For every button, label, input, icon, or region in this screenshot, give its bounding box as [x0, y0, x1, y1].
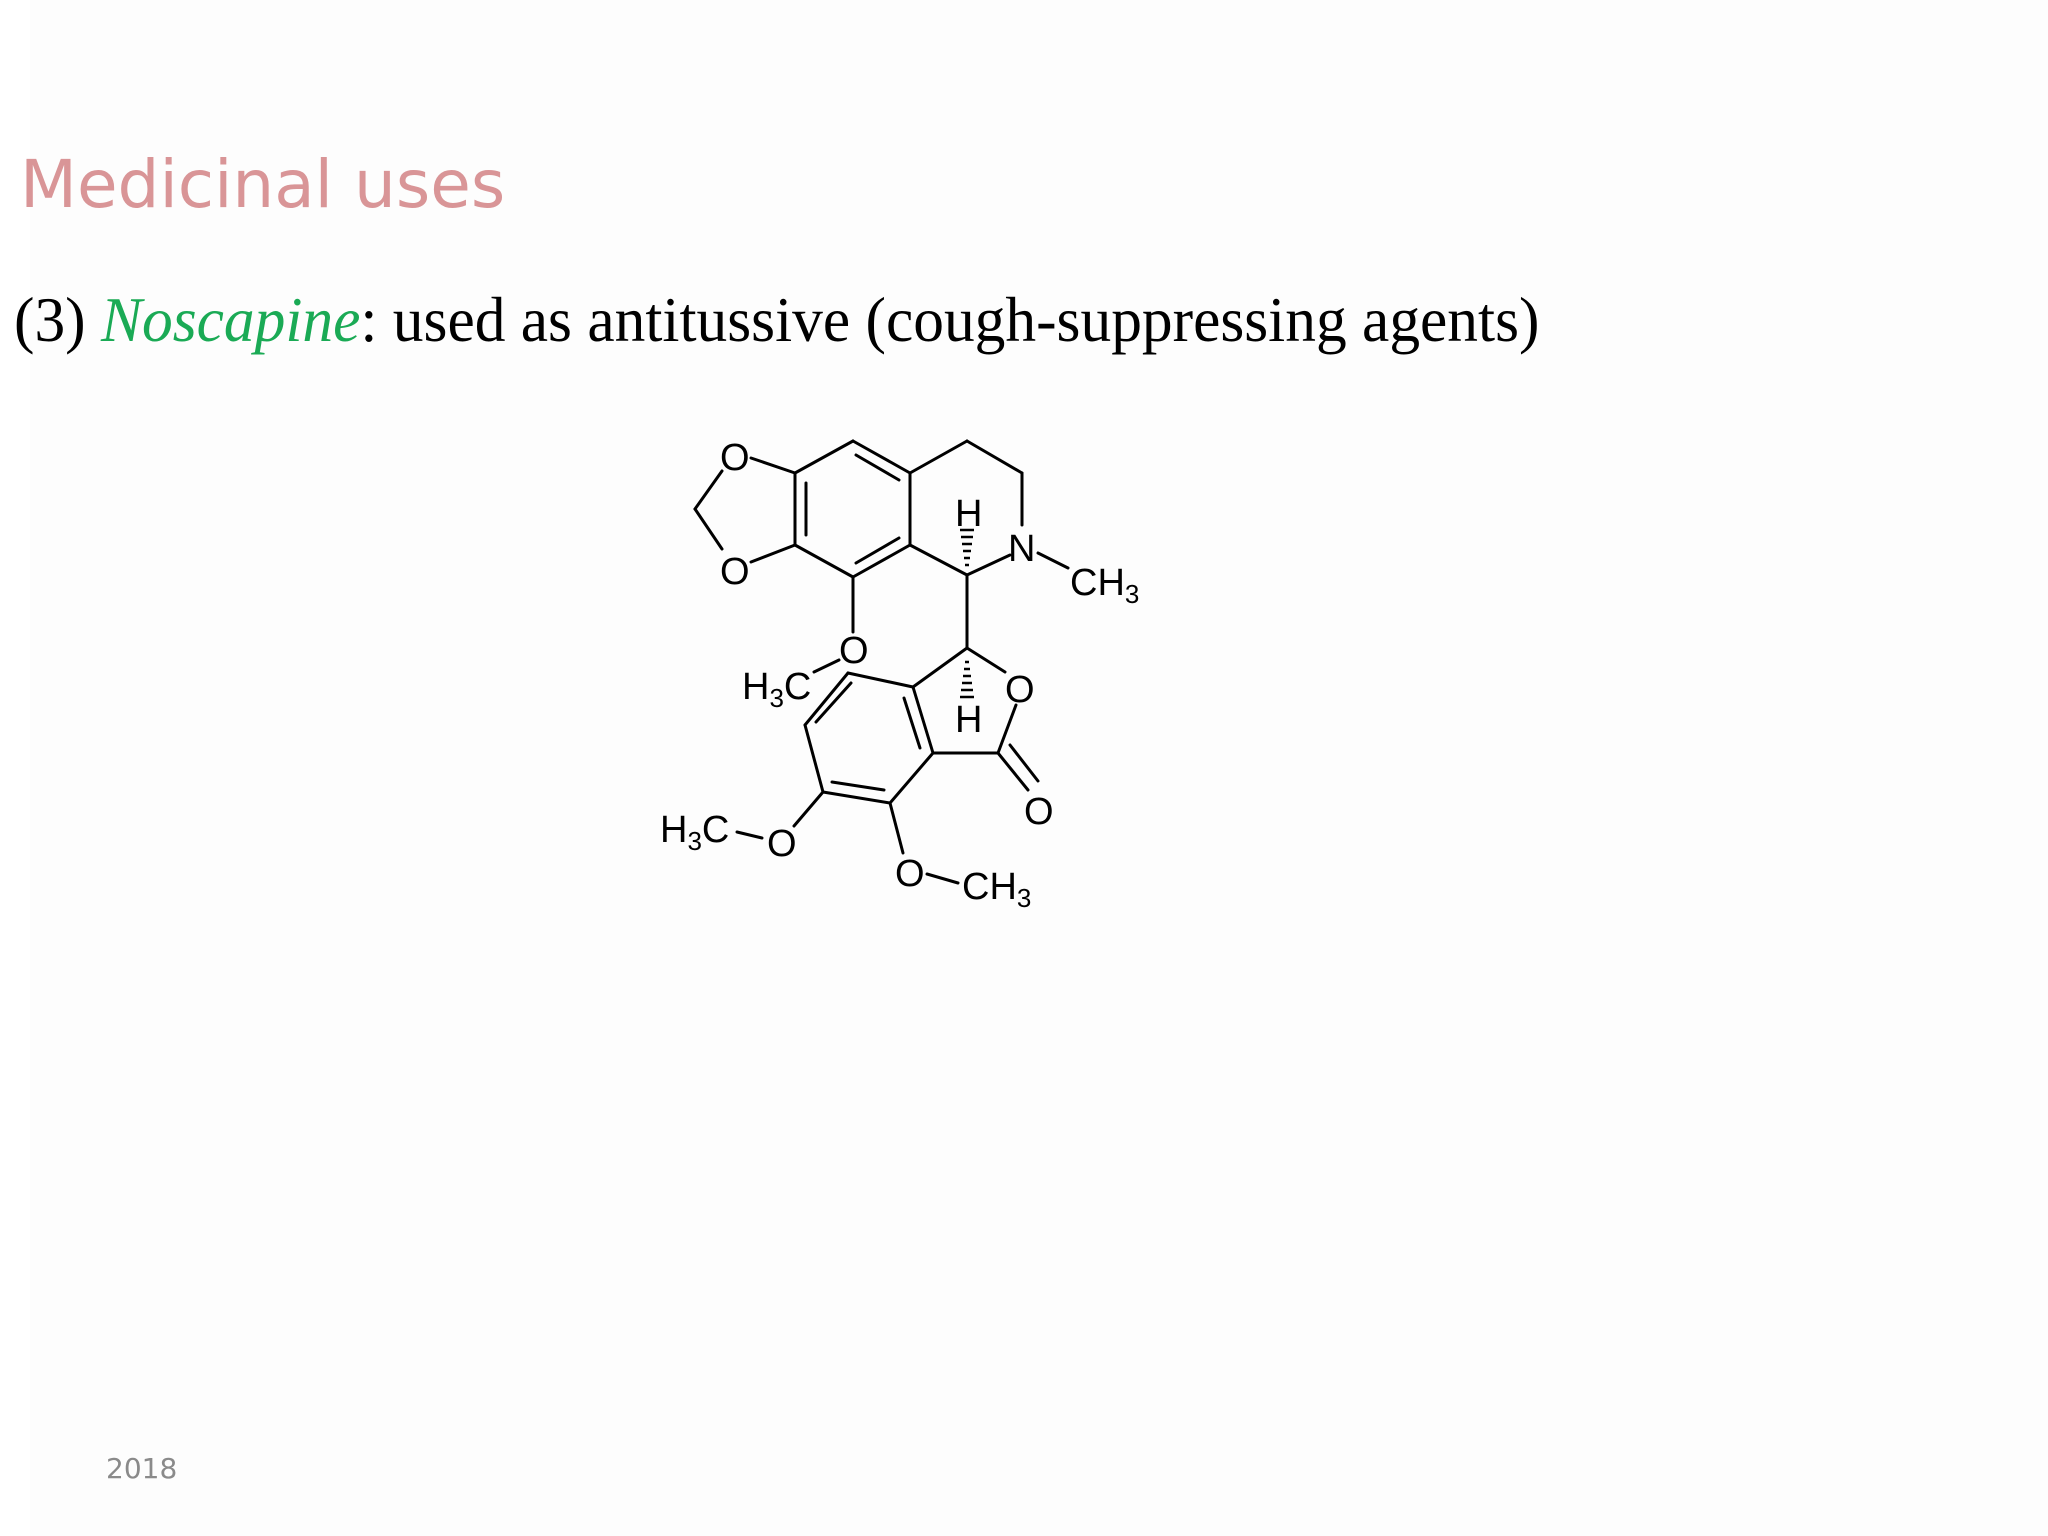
separator: :: [360, 284, 378, 355]
slide-title: Medicinal uses: [20, 146, 506, 223]
drug-name: Noscapine: [101, 284, 361, 355]
item-number: (3): [14, 284, 86, 355]
drug-description: used as antitussive (cough-suppressing a…: [392, 284, 1540, 355]
body-text-line: (3) Noscapine: used as antitussive (coug…: [14, 288, 1539, 352]
slide-background: [30, 0, 2048, 1536]
footer-year: 2018: [106, 1452, 178, 1485]
